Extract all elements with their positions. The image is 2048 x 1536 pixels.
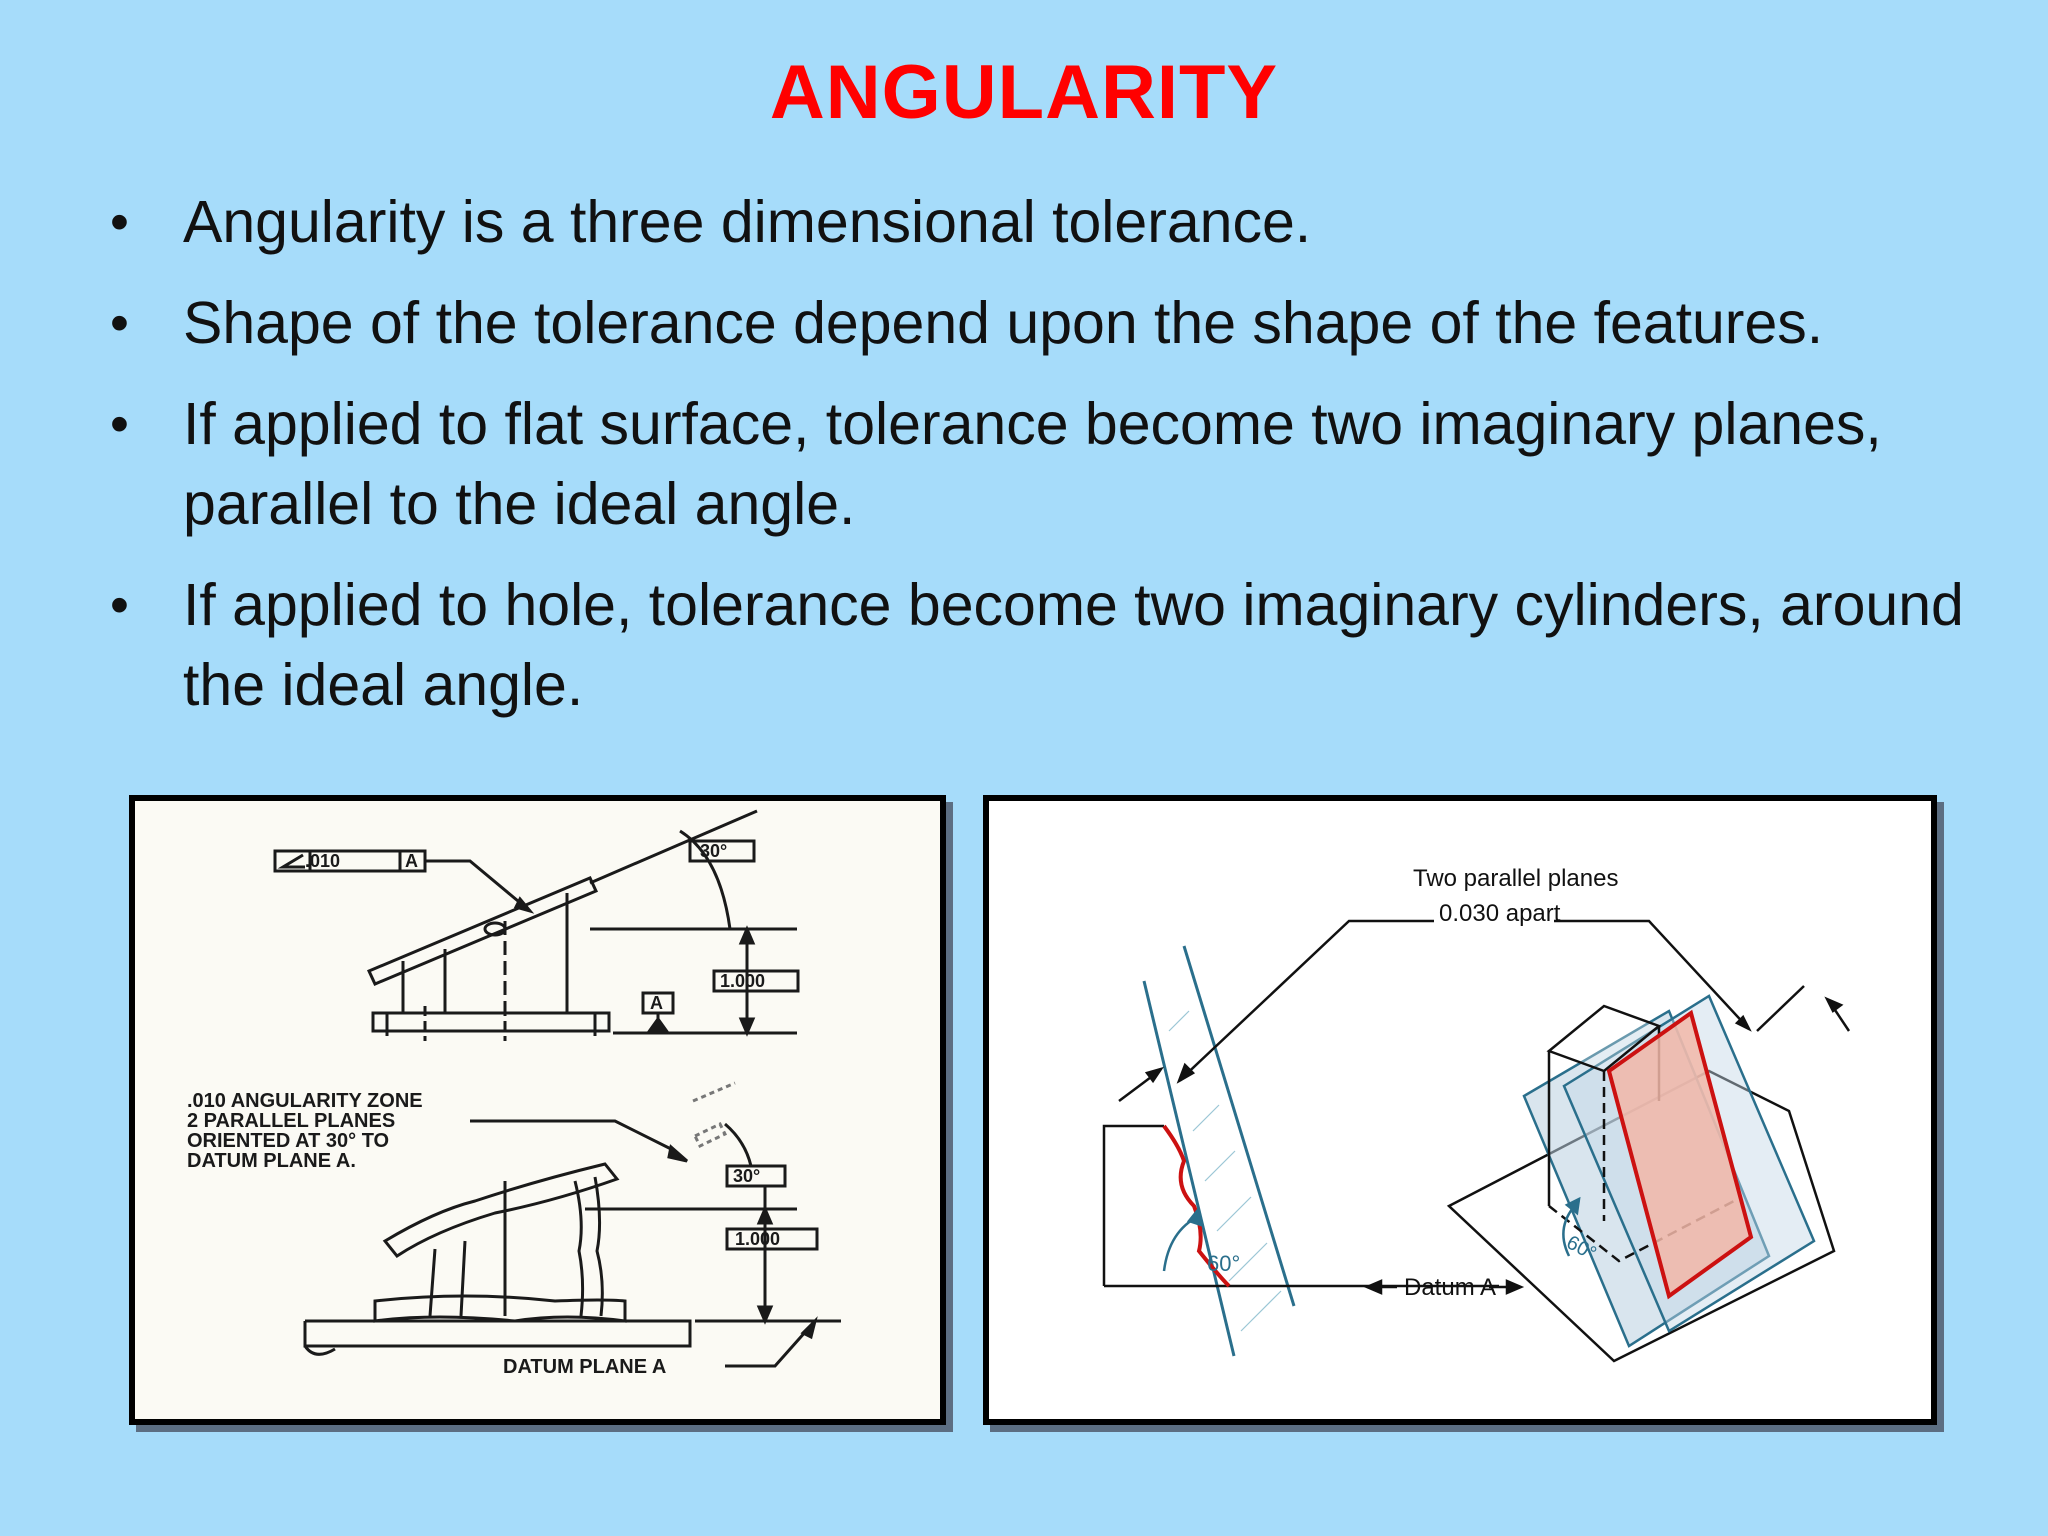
zone-line-1: .010 ANGULARITY ZONE	[187, 1090, 423, 1112]
bullet-text: If applied to flat surface, tolerance be…	[183, 391, 1882, 537]
slide-title: ANGULARITY	[769, 50, 1279, 135]
datum-plane-label: DATUM PLANE A	[503, 1356, 666, 1378]
frame-datum: A	[405, 851, 418, 871]
zone-line-2: 2 PARALLEL PLANES	[187, 1110, 395, 1132]
angularity-symbol-icon	[277, 853, 305, 869]
bullet-text: Angularity is a three dimensional tolera…	[183, 189, 1312, 255]
height-label-box	[712, 969, 800, 993]
bullet-dot: •	[110, 394, 129, 454]
angled-surface	[1606, 1009, 1754, 1300]
angularity-drawing-panel: .010 A 30° 1.000 A .010 ANGULARITY ZONE …	[129, 795, 946, 1425]
angle-label-box-2	[725, 1164, 787, 1188]
frame-value: .010	[305, 851, 340, 871]
bullet-text: Shape of the tolerance depend upon the s…	[183, 290, 1824, 356]
bullet-item: • Angularity is a three dimensional toler…	[110, 182, 1990, 262]
caption-line-2: 0.030 apart	[1439, 900, 1561, 927]
wavy-base	[373, 1294, 627, 1323]
bullet-item: • Shape of the tolerance depend upon the …	[110, 283, 1990, 363]
height-label: 1.000	[720, 971, 765, 991]
bullet-dot: •	[110, 293, 129, 353]
base-block	[371, 1011, 611, 1033]
caption-line-1: Two parallel planes	[1413, 865, 1618, 892]
tolerance-zone-illustration: Two parallel planes 0.030 apart 60° Datu…	[1102, 865, 1851, 1363]
bullet-list: • Angularity is a three dimensional toler…	[110, 182, 1990, 746]
zone-line-4: DATUM PLANE A.	[187, 1150, 356, 1172]
height-label-2: 1.000	[735, 1229, 780, 1249]
height-label-box-2	[725, 1227, 819, 1251]
angle-left-label: 60°	[1207, 1251, 1240, 1276]
angle-label-box	[688, 839, 756, 863]
wavy-plate	[382, 1162, 620, 1259]
actual-surface-line	[1162, 1124, 1231, 1288]
angle-label: 30°	[700, 841, 727, 861]
bullet-item: • If applied to flat surface, tolerance b…	[110, 384, 1990, 544]
datum-flag-label: A	[650, 993, 663, 1013]
bullet-text: If applied to hole, tolerance become two…	[183, 572, 1964, 718]
tilted-plate	[366, 876, 599, 986]
bullet-dot: •	[110, 575, 129, 635]
angled-block	[1102, 1124, 1164, 1286]
angle-label-2: 30°	[733, 1166, 760, 1186]
datum-a-label: Datum A	[1404, 1274, 1496, 1301]
angularity-drawing: .010 A 30° 1.000 A .010 ANGULARITY ZONE …	[187, 809, 841, 1378]
bullet-dot: •	[110, 192, 129, 252]
tolerance-zone-panel: Two parallel planes 0.030 apart 60° Datu…	[983, 795, 1937, 1425]
bullet-item: • If applied to hole, tolerance become tw…	[110, 565, 1990, 725]
zone-line-3: ORIENTED AT 30° TO	[187, 1130, 389, 1152]
